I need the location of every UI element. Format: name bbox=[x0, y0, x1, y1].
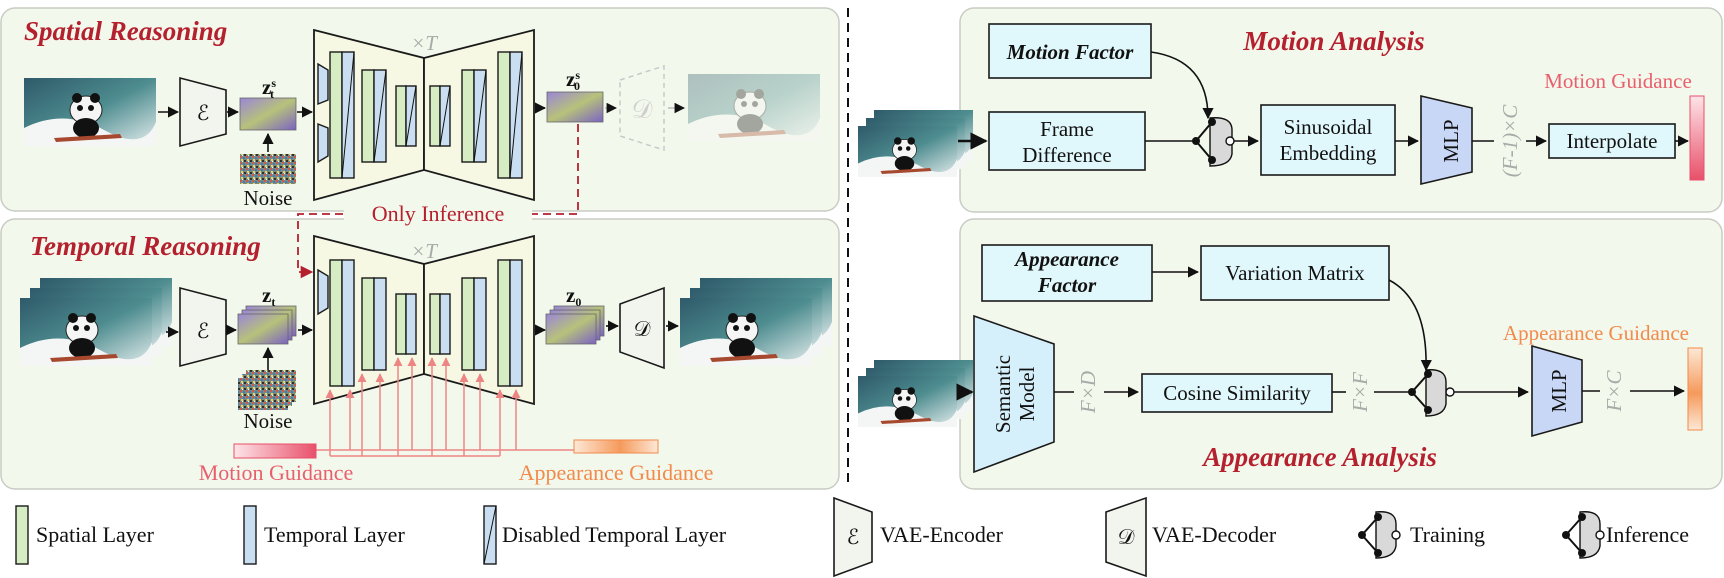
noise-label-spatial: Noise bbox=[244, 186, 293, 210]
decoder-glyph-temporal: 𝒟 bbox=[634, 317, 651, 341]
input-image bbox=[23, 77, 157, 147]
unet-temporal-layers bbox=[317, 259, 523, 387]
appearance-factor-line1: Appearance bbox=[1013, 247, 1119, 271]
motion-guidance-output-bar bbox=[1689, 95, 1705, 181]
legend-training-icon bbox=[1358, 511, 1401, 559]
legend-spatial-label: Spatial Layer bbox=[36, 522, 155, 547]
motion-dim-label: (F-1)×C bbox=[1498, 104, 1522, 177]
motion-guidance-label-right: Motion Guidance bbox=[1544, 69, 1692, 93]
encoder-glyph: ℰ bbox=[197, 101, 210, 125]
encoder-glyph-temporal: ℰ bbox=[197, 319, 210, 343]
latent-z0-label: z0 bbox=[566, 283, 581, 309]
dim-fd-label: F×D bbox=[1076, 371, 1100, 414]
legend-inference-icon bbox=[1562, 511, 1605, 559]
legend-encoder-glyph: ℰ bbox=[847, 525, 860, 549]
motion-guidance-label-left: Motion Guidance bbox=[199, 460, 354, 485]
appearance-guidance-output-bar bbox=[1687, 347, 1703, 431]
interpolate-label: Interpolate bbox=[1567, 129, 1658, 153]
only-inference-label-bg bbox=[344, 202, 532, 226]
sinusoidal-line1: Sinusoidal bbox=[1284, 115, 1373, 139]
noise-label-temporal: Noise bbox=[244, 409, 293, 433]
dim-fc-label: F×C bbox=[1602, 370, 1626, 413]
output-image-faded bbox=[687, 73, 821, 143]
motion-factor-label: Motion Factor bbox=[1006, 40, 1134, 64]
noisy-latent-spatial bbox=[239, 97, 297, 131]
dim-ff-label: F×F bbox=[1348, 372, 1372, 413]
clean-latent-temporal bbox=[545, 305, 605, 345]
appearance-input-frames bbox=[857, 359, 974, 428]
legend: Spatial Layer Temporal Layer Disabled Te… bbox=[15, 496, 1689, 578]
variation-matrix-label: Variation Matrix bbox=[1225, 261, 1365, 285]
sinusoidal-embedding-box bbox=[1260, 104, 1396, 176]
legend-training-label: Training bbox=[1410, 522, 1485, 547]
mlp-appearance-label: MLP bbox=[1547, 369, 1571, 412]
legend-decoder-glyph: 𝒟 bbox=[1118, 525, 1135, 549]
legend-encoder-icon bbox=[833, 496, 873, 578]
vae-encoder-spatial bbox=[179, 76, 227, 148]
repeat-t-temporal: ×T bbox=[411, 239, 438, 263]
legend-temporal-label: Temporal Layer bbox=[264, 522, 405, 547]
appearance-analysis-title: Appearance Analysis bbox=[1201, 442, 1437, 472]
clean-latent-spatial bbox=[546, 91, 604, 123]
input-video-frames bbox=[19, 277, 173, 367]
appearance-guidance-label-right: Appearance Guidance bbox=[1503, 321, 1689, 345]
switch-training-appearance bbox=[1408, 369, 1455, 417]
only-inference-label: Only Inference bbox=[372, 201, 505, 226]
appearance-factor-line2: Factor bbox=[1037, 273, 1097, 297]
legend-temporal-swatch bbox=[243, 505, 257, 565]
mlp-motion bbox=[1420, 94, 1473, 186]
legend-encoder-label: VAE-Encoder bbox=[880, 522, 1004, 547]
appearance-guidance-bar bbox=[573, 439, 659, 454]
repeat-t-spatial: ×T bbox=[411, 31, 438, 55]
semantic-model-line2: Model bbox=[1015, 366, 1039, 421]
vae-decoder-spatial-disabled bbox=[619, 64, 665, 152]
legend-disabled-label: Disabled Temporal Layer bbox=[502, 522, 727, 547]
noise-image-spatial bbox=[240, 154, 296, 184]
mlp-appearance bbox=[1531, 344, 1583, 438]
decoder-glyph-disabled: 𝒟 bbox=[632, 95, 653, 124]
noise-frames-temporal bbox=[238, 370, 296, 410]
latent-zt-label: zt bbox=[262, 283, 275, 309]
vae-decoder-temporal bbox=[619, 286, 665, 370]
vae-encoder-temporal bbox=[179, 286, 227, 368]
semantic-model bbox=[973, 314, 1055, 474]
only-inference-path bbox=[297, 124, 579, 279]
interpolate-box bbox=[1548, 123, 1676, 159]
spatial-reasoning-title: Spatial Reasoning bbox=[24, 16, 227, 46]
legend-decoder-icon bbox=[1105, 496, 1147, 578]
legend-inference-label: Inference bbox=[1606, 522, 1689, 547]
motion-factor-box bbox=[988, 23, 1152, 79]
motion-analysis-title: Motion Analysis bbox=[1242, 26, 1424, 56]
frame-difference-box bbox=[988, 111, 1146, 171]
frame-difference-line2: Difference bbox=[1022, 143, 1111, 167]
output-video-frames bbox=[679, 277, 833, 367]
sinusoidal-line2: Embedding bbox=[1280, 141, 1377, 165]
motion-guidance-bar bbox=[233, 443, 317, 459]
motion-input-frames bbox=[857, 109, 974, 178]
variation-matrix-box bbox=[1200, 245, 1390, 301]
legend-decoder-label: VAE-Decoder bbox=[1152, 522, 1277, 547]
legend-spatial-swatch bbox=[15, 505, 29, 565]
guidance-injection bbox=[316, 357, 602, 457]
temporal-reasoning-title: Temporal Reasoning bbox=[30, 231, 261, 261]
mlp-motion-label: MLP bbox=[1439, 119, 1463, 162]
unet-spatial-layers bbox=[317, 51, 523, 179]
cosine-similarity-box bbox=[1141, 373, 1333, 413]
semantic-model-line1: Semantic bbox=[991, 355, 1015, 433]
noisy-latent-temporal bbox=[237, 305, 297, 345]
frame-difference-line1: Frame bbox=[1040, 117, 1094, 141]
appearance-factor-box bbox=[981, 244, 1153, 302]
cosine-similarity-label: Cosine Similarity bbox=[1163, 381, 1311, 405]
appearance-guidance-label-left: Appearance Guidance bbox=[519, 460, 714, 485]
